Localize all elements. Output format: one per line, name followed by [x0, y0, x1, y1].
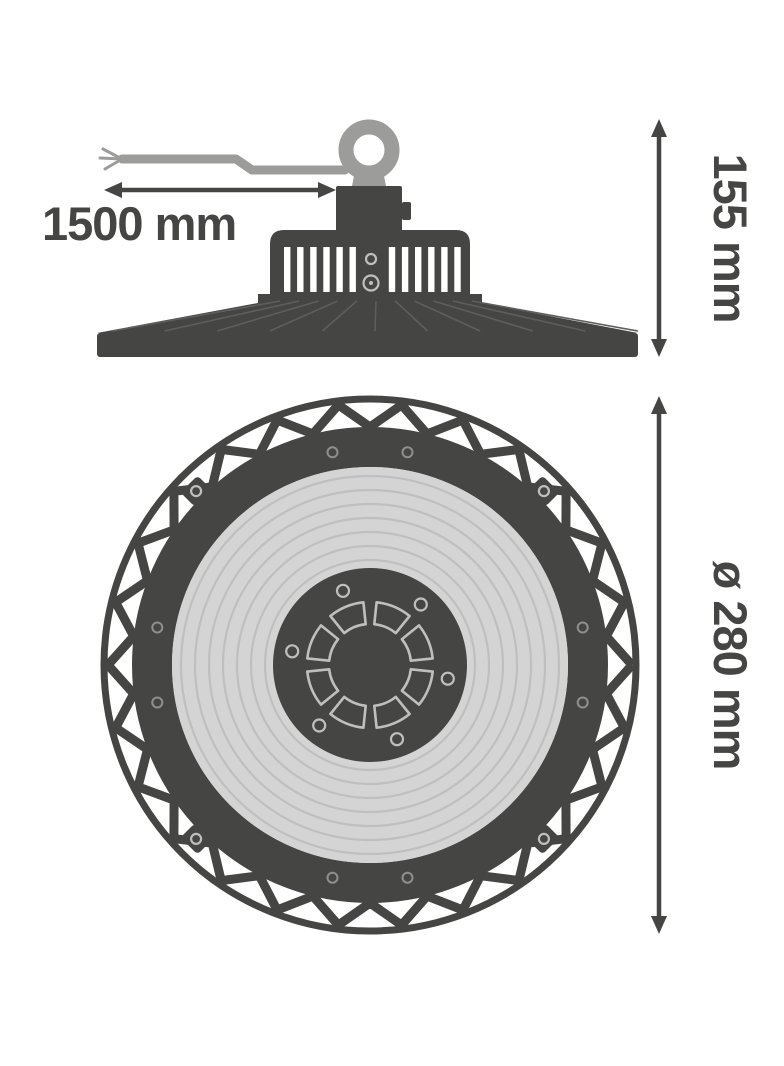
bezel-ring: [132, 427, 608, 903]
driver-box: [336, 186, 411, 232]
box-latch: [402, 202, 411, 220]
cone-ribs: [111, 300, 639, 332]
heatsink-sensor: [362, 274, 380, 292]
diameter-dimension: ø 280 mm: [651, 396, 757, 934]
heatsink-body: [258, 230, 482, 304]
truss-ring: [100, 395, 640, 935]
arrowhead-up: [651, 396, 667, 414]
lamp-housing: [97, 300, 639, 357]
height-label: 155 mm: [704, 153, 757, 322]
arrowhead-up: [651, 119, 667, 137]
arrowhead-down: [651, 339, 667, 357]
hub-screws: [285, 583, 455, 747]
heatsink-fins: [284, 247, 461, 292]
heatsink-screw: [364, 252, 378, 266]
arrowhead-right: [318, 182, 336, 198]
cable-length-label: 1500 mm: [42, 197, 236, 250]
hub-segment-ring: [306, 601, 434, 729]
diameter-label: ø 280 mm: [704, 561, 757, 770]
side-view: 1500 mm 155 mm: [42, 119, 757, 357]
bottom-view: ø 280 mm: [100, 395, 757, 935]
center-hub: [273, 568, 467, 762]
arrowhead-left: [104, 182, 122, 198]
arrowhead-down: [651, 916, 667, 934]
bezel-screws: [151, 446, 589, 884]
power-cable: [98, 147, 350, 175]
cable-wire-ends: [98, 147, 124, 171]
lamp-rim: [97, 333, 638, 357]
cable-length-dimension: 1500 mm: [42, 182, 336, 250]
eye-bolt: [338, 119, 400, 186]
height-dimension: 155 mm: [651, 119, 757, 357]
lens-rings: [179, 474, 561, 856]
